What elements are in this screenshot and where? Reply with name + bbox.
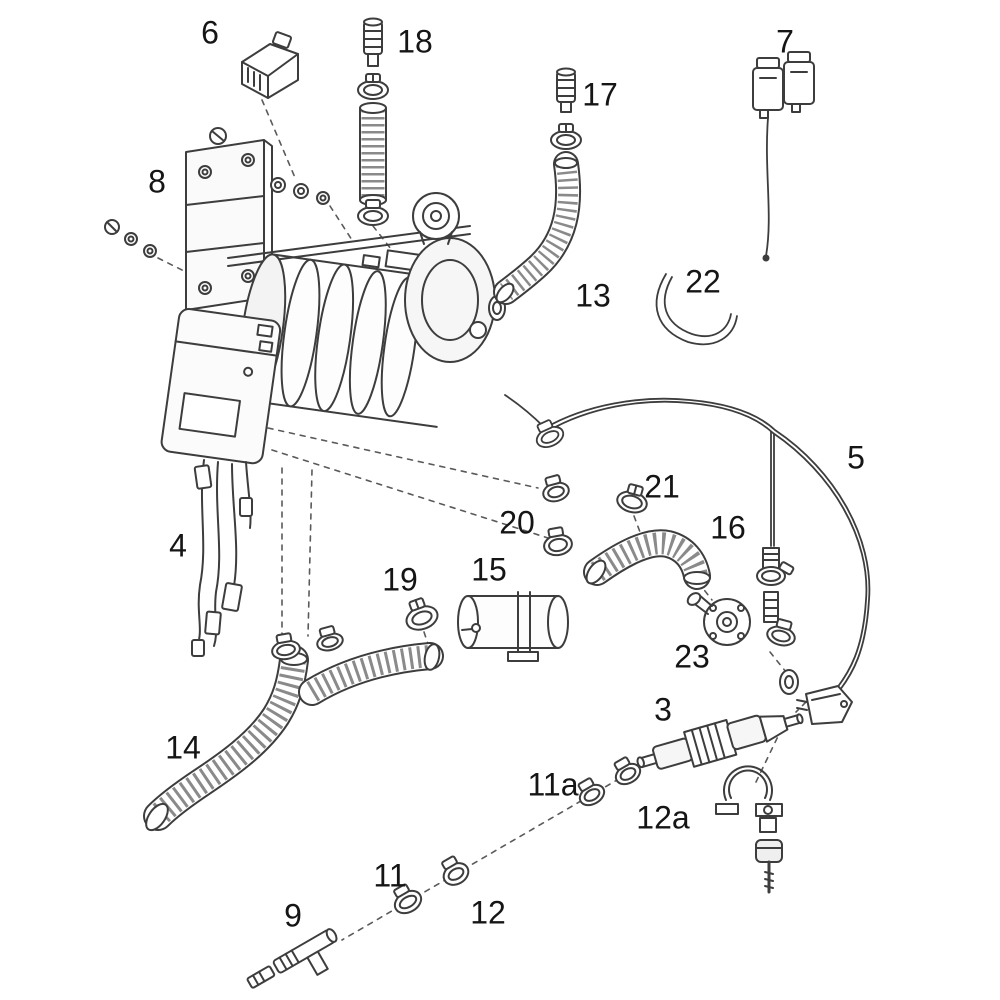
part-20-clamps xyxy=(542,474,573,557)
part-label-3: 3 xyxy=(654,691,672,728)
part-16-elbow-hose xyxy=(583,529,711,590)
clamps-11a-12a xyxy=(577,756,642,807)
part-7-relay xyxy=(752,51,815,262)
part-label-14: 14 xyxy=(165,729,201,766)
part-label-4: 4 xyxy=(169,527,187,564)
part-label-7: 7 xyxy=(776,23,794,60)
part-6-connector xyxy=(241,31,299,99)
part-label-22: 22 xyxy=(685,263,721,300)
part-15-muffler xyxy=(457,591,569,662)
part-label-15: 15 xyxy=(471,551,507,588)
part-label-6: 6 xyxy=(201,14,219,51)
part-13-hose xyxy=(493,151,582,305)
part-label-9: 9 xyxy=(284,897,302,934)
part-label-17: 17 xyxy=(582,76,618,113)
part-label-11a: 11a xyxy=(527,766,579,803)
part-label-18: 18 xyxy=(397,23,433,60)
part-label-19: 19 xyxy=(382,561,418,598)
pump-bracket xyxy=(715,765,783,833)
part-18-pipe-assembly xyxy=(357,17,389,226)
part-9-t-fitting xyxy=(246,928,338,989)
part-label-12a: 12a xyxy=(636,799,690,836)
part-4-wiring-harness xyxy=(191,459,253,657)
part-label-12: 12 xyxy=(470,894,506,931)
part-23-flange xyxy=(686,592,751,646)
part-5-fuel-line xyxy=(504,394,871,691)
hose-clamps xyxy=(271,625,344,661)
fuel-line-fittings xyxy=(756,547,799,695)
part-19-clamp xyxy=(405,597,439,631)
part-label-13: 13 xyxy=(575,277,611,314)
part-label-5: 5 xyxy=(847,439,865,476)
clamps-11-12 xyxy=(393,855,470,915)
part-label-11: 11 xyxy=(373,857,407,894)
part-label-23: 23 xyxy=(674,638,710,675)
part-17-pipe-connector xyxy=(550,67,582,150)
part-label-8: 8 xyxy=(148,163,166,200)
heater-unit xyxy=(160,192,506,465)
air-hose xyxy=(298,642,444,706)
mounting-screws xyxy=(104,127,227,258)
washers xyxy=(270,177,330,205)
part-label-21: 21 xyxy=(644,468,680,505)
part-21-clamp xyxy=(616,483,648,514)
part-22-cable-loop xyxy=(655,273,738,346)
part-8-mounting-plate xyxy=(185,139,273,311)
part-label-16: 16 xyxy=(710,509,746,546)
fuel-connector-block xyxy=(796,685,853,725)
part-label-20: 20 xyxy=(499,504,535,541)
rubber-mount xyxy=(755,839,783,894)
part-3-fuel-pump xyxy=(636,713,804,770)
